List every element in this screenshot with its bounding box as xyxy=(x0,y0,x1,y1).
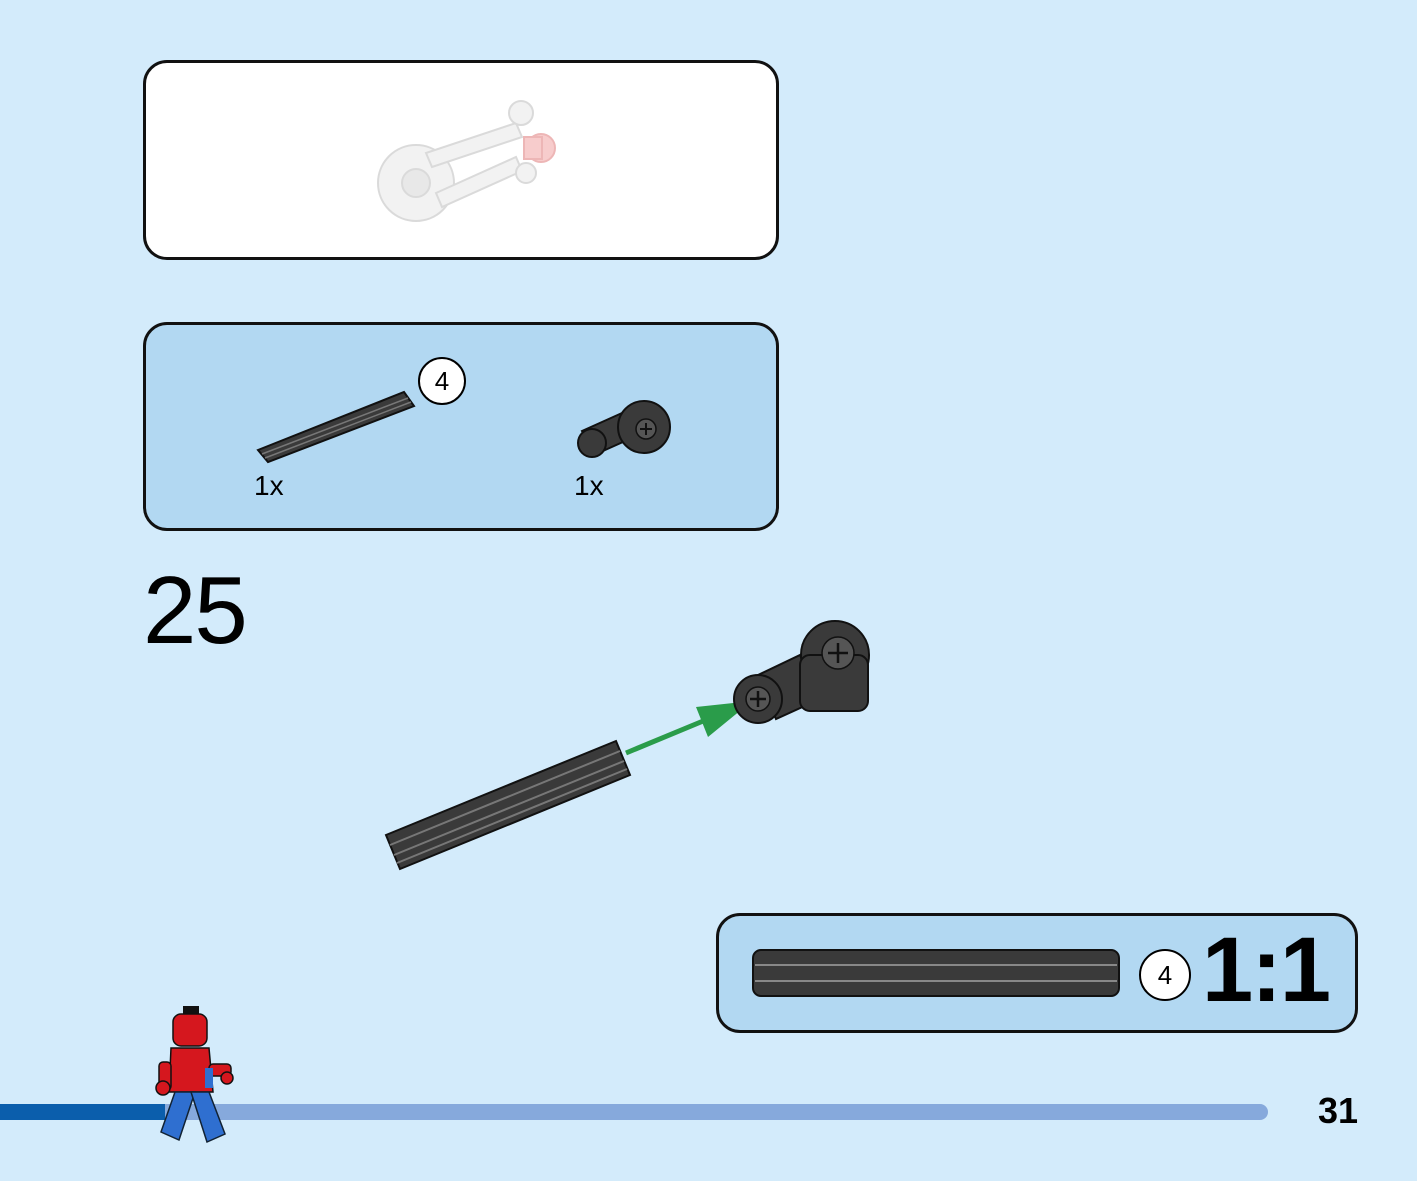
progress-fill xyxy=(0,1104,165,1120)
axle-quantity: 1x xyxy=(254,470,284,501)
axle-connector-part-image xyxy=(577,400,671,458)
insert-arrow xyxy=(625,701,752,756)
scale-length-badge: 4 xyxy=(1139,949,1191,1001)
ghost-assembly-image xyxy=(377,100,556,222)
step-number: 25 xyxy=(143,557,248,664)
progress-remaining xyxy=(0,1104,1268,1120)
assembly-illustration xyxy=(384,620,870,871)
scale-check-panel: 4 1:1 xyxy=(716,913,1358,1033)
axle-scale-image xyxy=(752,949,1120,997)
axle-part-image xyxy=(256,390,416,464)
page-number: 31 xyxy=(1318,1090,1359,1131)
axle-length-badge: 4 xyxy=(418,357,466,405)
scale-ratio-label: 1:1 xyxy=(1202,919,1331,1021)
minifigure-mascot xyxy=(155,1006,234,1144)
parts-list-panel: 4 1x 1x xyxy=(143,322,779,531)
axle-connector-quantity: 1x xyxy=(574,470,604,501)
previous-step-preview xyxy=(143,60,779,260)
axle-image xyxy=(384,739,632,871)
